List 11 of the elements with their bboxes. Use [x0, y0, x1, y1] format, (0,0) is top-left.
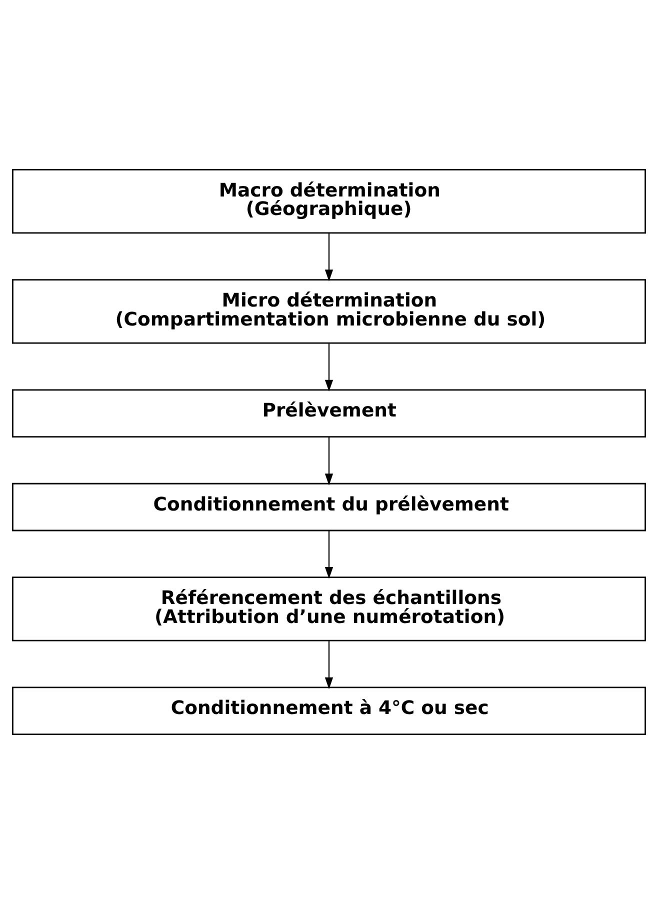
node-box: Micro détermination (Compartimentation microbienne du sol) — [12, 279, 646, 344]
node-box: Macro détermination (Géographique) — [12, 168, 646, 234]
arrow — [324, 530, 334, 579]
arrow — [324, 437, 334, 486]
node-box: Conditionnement à 4°C ou sec — [12, 686, 646, 736]
arrow — [324, 641, 334, 690]
node-box: Prélèvement — [12, 389, 646, 438]
node-box: Référencement des échantillons (Attribution d’une numérotation) — [12, 576, 646, 642]
node-box: Conditionnement du prélèvement — [12, 482, 646, 532]
arrow — [324, 233, 334, 282]
arrow — [324, 344, 334, 392]
